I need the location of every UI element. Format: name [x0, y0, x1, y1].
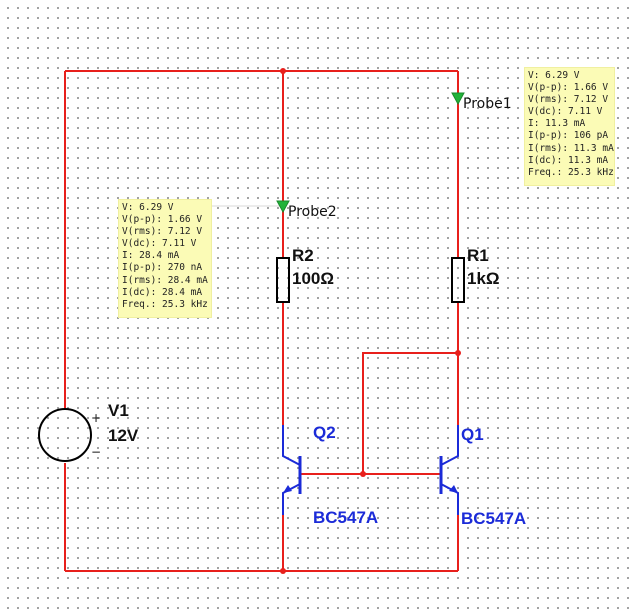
- probe-reading: I(rms): 11.3 mA: [528, 142, 614, 154]
- resistor-body-icon: [451, 257, 465, 303]
- probe-reading: V(p-p): 1.66 V: [528, 82, 609, 94]
- resistor-body-icon: [276, 257, 290, 303]
- probe-label: Probe2: [288, 204, 337, 220]
- resistor-name: R1: [467, 246, 489, 265]
- junctions: [280, 68, 461, 574]
- transistor-q1[interactable]: Q1 BC547A: [439, 425, 526, 528]
- transistor-model: BC547A: [313, 508, 378, 527]
- probe-arrow-icon: [451, 92, 465, 106]
- probe-arrow-icon: [276, 200, 290, 214]
- source-name: V1: [108, 401, 129, 420]
- resistor-value: 1kΩ: [467, 269, 500, 288]
- probe-reading: I(rms): 28.4 mA: [122, 274, 208, 286]
- probe-reading: V(dc): 7.11 V: [122, 238, 197, 250]
- probe-reading: I(dc): 11.3 mA: [528, 154, 609, 166]
- probe-reading: V: 6.29 V: [528, 70, 580, 81]
- transistor-model: BC547A: [461, 509, 526, 528]
- junction-dot: [360, 471, 366, 477]
- voltage-source-v1[interactable]: + − V1 12V: [38, 401, 139, 462]
- probe-reading: I: 11.3 mA: [528, 118, 586, 130]
- source-minus-sign: −: [91, 445, 101, 459]
- junction-dot: [280, 568, 286, 574]
- probe-reading: V(dc): 7.11 V: [528, 106, 603, 118]
- probe-reading: Freq.: 25.3 kHz: [528, 166, 614, 178]
- probe-reading: I(p-p): 106 pA: [528, 130, 609, 142]
- resistor-r1[interactable]: R1 1kΩ: [451, 246, 500, 303]
- source-value: 12V: [108, 426, 139, 445]
- source-plus-sign: +: [91, 411, 101, 425]
- junction-dot: [280, 68, 286, 74]
- probe-reading: V(rms): 7.12 V: [122, 226, 203, 238]
- probe-2[interactable]: Probe2: [212, 200, 337, 220]
- npn-transistor-icon: [282, 425, 302, 515]
- wire-net[interactable]: [64, 70, 459, 572]
- resistor-name: R2: [292, 246, 314, 265]
- npn-transistor-icon: [439, 425, 459, 515]
- transistor-name: Q1: [461, 425, 484, 444]
- probe-1[interactable]: Probe1: [451, 92, 512, 112]
- probe-label: Probe1: [463, 96, 512, 112]
- wire-feedback[interactable]: [362, 352, 458, 474]
- probe-reading: I(p-p): 270 nA: [122, 262, 203, 274]
- probe-reading: I(dc): 28.4 mA: [122, 286, 203, 298]
- probe-reading: V(p-p): 1.66 V: [122, 214, 203, 226]
- transistor-q2[interactable]: Q2 BC547A: [282, 423, 378, 527]
- probe-2-readout[interactable]: V: 6.29 V V(p-p): 1.66 V V(rms): 7.12 V …: [118, 199, 212, 318]
- transistor-name: Q2: [313, 423, 336, 442]
- probe-reading: V(rms): 7.12 V: [528, 94, 609, 106]
- probe-reading: I: 28.4 mA: [122, 250, 180, 262]
- resistor-r2[interactable]: R2 100Ω: [276, 246, 334, 303]
- dc-voltage-source-icon: [38, 408, 92, 462]
- resistor-value: 100Ω: [292, 269, 334, 288]
- junction-dot: [455, 350, 461, 356]
- probe-reading: Freq.: 25.3 kHz: [122, 298, 208, 310]
- probe-reading: V: 6.29 V: [122, 202, 174, 213]
- probe-1-readout[interactable]: V: 6.29 V V(p-p): 1.66 V V(rms): 7.12 V …: [524, 67, 615, 186]
